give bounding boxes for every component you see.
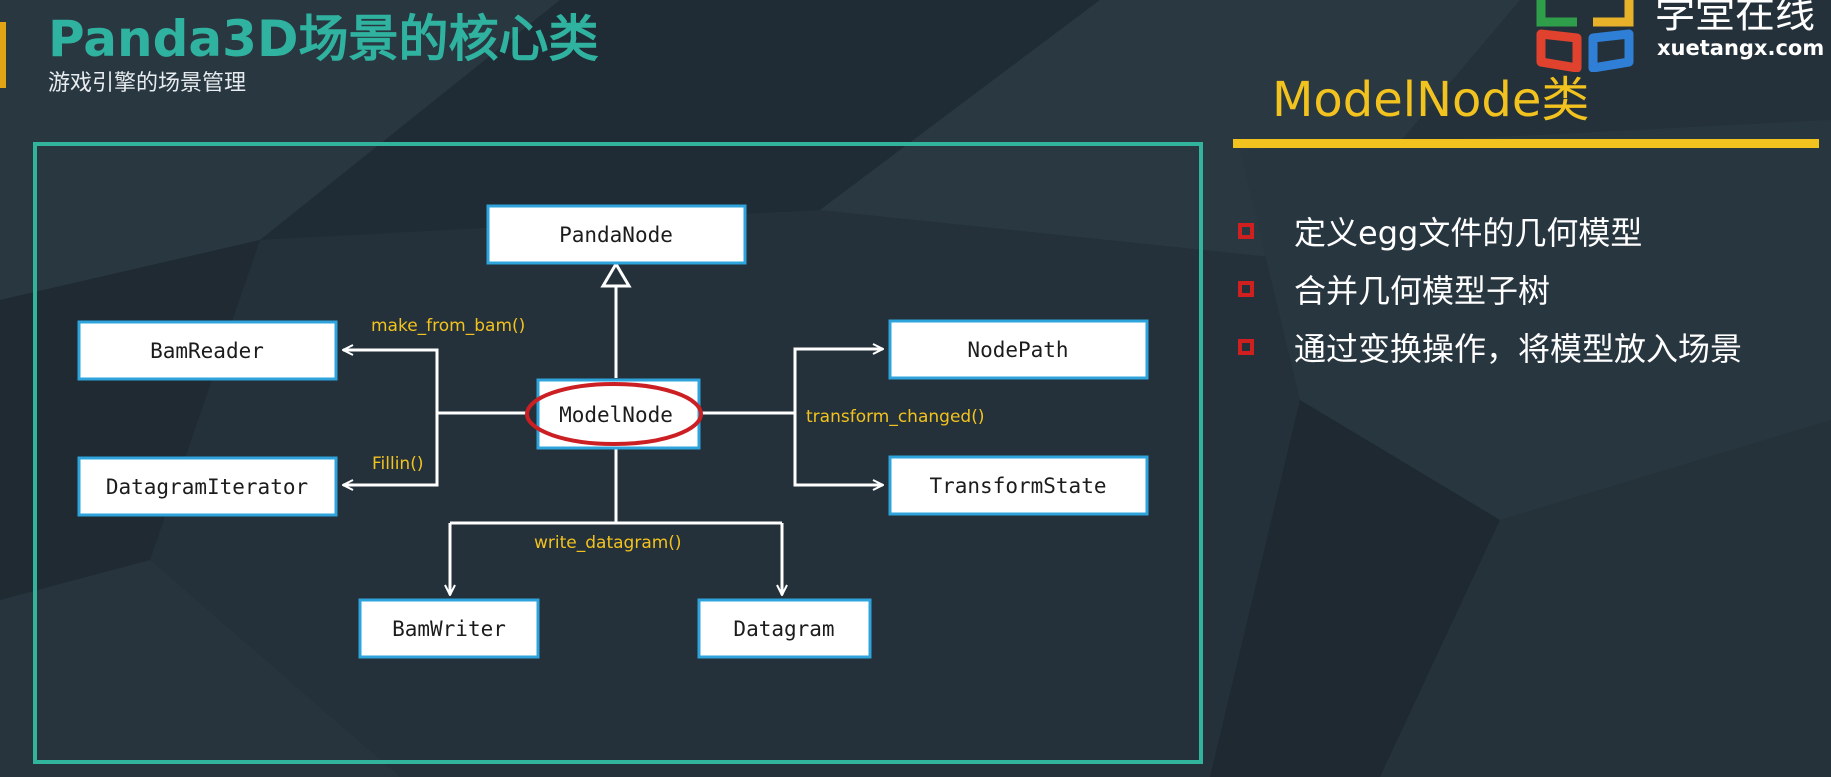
node-bamwriter bbox=[358, 598, 540, 659]
node-datagram bbox=[697, 598, 872, 659]
node-label-modelnode: ModelNode bbox=[559, 403, 673, 427]
edge-label-transform-changed: transform_changed() bbox=[806, 407, 984, 427]
node-label-pandanode: PandaNode bbox=[559, 223, 673, 247]
node-pandanode bbox=[486, 204, 747, 265]
square-bullet-icon bbox=[1238, 339, 1254, 355]
list-item: 定义egg文件的几何模型 bbox=[1238, 202, 1742, 260]
edge-label-make-from-bam: make_from_bam() bbox=[371, 316, 525, 336]
node-transformstate bbox=[888, 455, 1149, 516]
node-label-datagram: Datagram bbox=[733, 617, 834, 641]
page-title: Panda3D场景的核心类 bbox=[48, 10, 599, 68]
inheritance-arrowhead bbox=[600, 261, 632, 288]
title-accent-bar bbox=[0, 22, 6, 88]
feature-list: 定义egg文件的几何模型 合并几何模型子树 通过变换操作，将模型放入场景 bbox=[1238, 202, 1742, 376]
xuetang-logo-icon bbox=[1536, 0, 1634, 72]
logo-english-name: xuetangx.com bbox=[1657, 36, 1825, 60]
node-label-bamreader: BamReader bbox=[150, 339, 264, 363]
edge-to-transformstate bbox=[793, 413, 883, 485]
modelnode-highlight-ellipse bbox=[525, 382, 703, 446]
page-subtitle: 游戏引擎的场景管理 bbox=[48, 71, 247, 96]
diagram-frame bbox=[33, 142, 1203, 764]
edge-label-write-datagram: write_datagram() bbox=[534, 533, 682, 553]
edge-to-bamreader bbox=[343, 350, 439, 413]
list-item: 通过变换操作，将模型放入场景 bbox=[1238, 318, 1742, 376]
list-item-text: 合并几何模型子树 bbox=[1294, 272, 1551, 310]
node-datagramiterator bbox=[77, 456, 338, 517]
node-label-bamwriter: BamWriter bbox=[392, 617, 506, 641]
panel-title-rule bbox=[1233, 139, 1819, 148]
node-label-nodepath: NodePath bbox=[967, 338, 1068, 362]
square-bullet-icon bbox=[1238, 281, 1254, 297]
edge-to-nodepath bbox=[793, 349, 883, 413]
list-item-text: 通过变换操作，将模型放入场景 bbox=[1294, 330, 1743, 368]
node-bamreader bbox=[77, 320, 338, 381]
list-item-text: 定义egg文件的几何模型 bbox=[1294, 214, 1643, 252]
node-label-transformstate: TransformState bbox=[929, 474, 1106, 498]
node-label-datagramiterator: DatagramIterator bbox=[106, 475, 308, 499]
node-nodepath bbox=[888, 319, 1149, 380]
square-bullet-icon bbox=[1238, 223, 1254, 239]
edge-label-fillin: Fillin() bbox=[372, 454, 423, 474]
logo-chinese-name: 学堂在线 bbox=[1655, 0, 1815, 37]
edge-to-datagramiterator bbox=[343, 413, 439, 485]
panel-title: ModelNode类 bbox=[1272, 72, 1590, 128]
list-item: 合并几何模型子树 bbox=[1238, 260, 1742, 318]
